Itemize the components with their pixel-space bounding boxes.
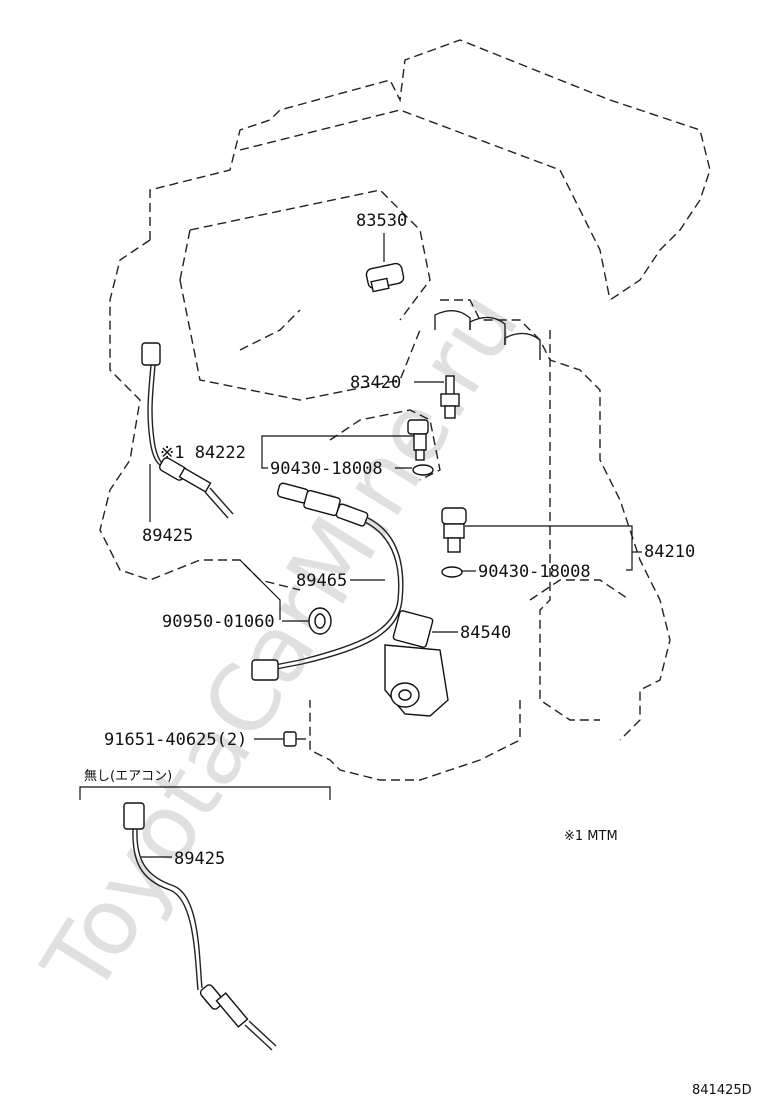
label-84222: ※1 84222 xyxy=(160,443,246,463)
label-90430-18008-b: 90430-18008 xyxy=(478,562,591,582)
part-83530-switch xyxy=(365,262,405,293)
part-83420-sensor xyxy=(440,375,460,419)
part-91651-bolt xyxy=(283,731,306,747)
part-89425-upper-sensor xyxy=(141,342,234,519)
part-84540-switch xyxy=(384,610,449,717)
cylinder-head-bumps xyxy=(434,310,541,360)
label-89425-lower: 89425 xyxy=(174,849,225,869)
label-89465: 89465 xyxy=(296,571,347,591)
part-89425-lower-sensor xyxy=(123,802,277,1051)
label-91651-40625: 91651-40625(2) xyxy=(104,730,247,750)
label-84210: 84210 xyxy=(644,542,695,562)
label-89425-upper: 89425 xyxy=(142,526,193,546)
diagram-code: 841425D xyxy=(692,1083,752,1098)
leader-lines xyxy=(79,233,642,858)
part-84222-sensor xyxy=(407,419,434,476)
label-84540: 84540 xyxy=(460,623,511,643)
label-83420: 83420 xyxy=(350,373,401,393)
note-mtm: ※1 MTM xyxy=(564,829,618,844)
part-84210-switch xyxy=(441,507,467,578)
part-89465-oxygen-sensor xyxy=(251,482,404,681)
label-90950-01060: 90950-01060 xyxy=(162,612,275,632)
engine-outline xyxy=(99,39,711,781)
part-90950-grommet xyxy=(308,607,332,635)
label-83530: 83530 xyxy=(356,211,407,231)
bracket-label: 無し(エアコン) xyxy=(84,769,172,784)
label-90430-18008-a: 90430-18008 xyxy=(270,459,383,479)
